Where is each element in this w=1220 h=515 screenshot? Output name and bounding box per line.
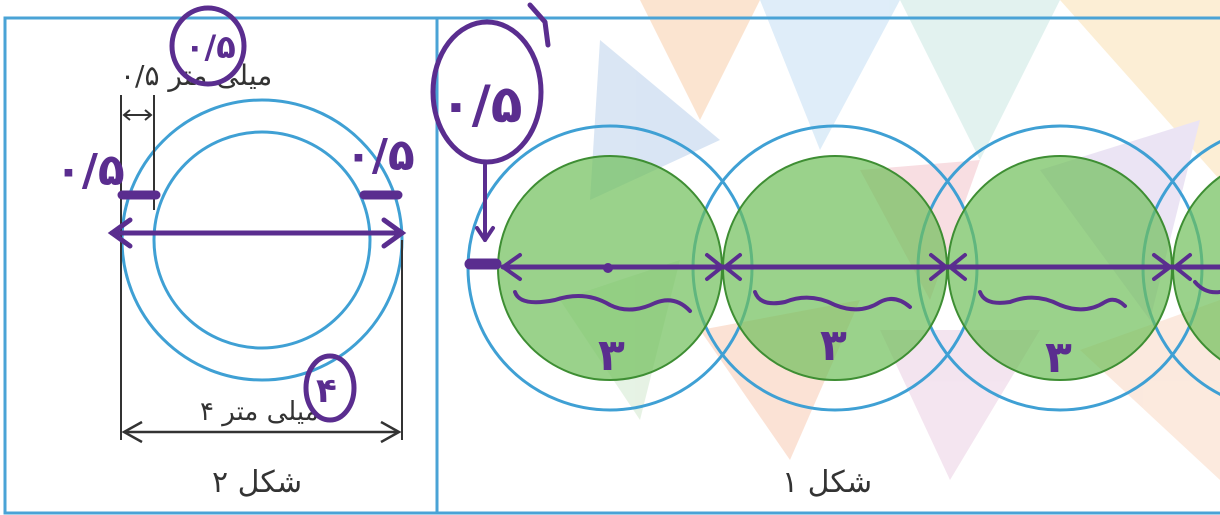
ink-top-hook <box>527 2 551 48</box>
seg4-left-head <box>1173 253 1192 281</box>
seg3-left-head <box>948 253 967 281</box>
fig2-circled-diameter-text: ۴ <box>316 371 337 411</box>
fig2-right-mark: ۰/۵ <box>345 130 415 181</box>
seg1-right-head <box>705 253 724 281</box>
figure2-frame <box>3 16 439 515</box>
figure1: شکل ۱ ۰/۵ ۳ ۳ ۳ <box>430 2 1220 500</box>
seg2-right-head <box>929 253 948 281</box>
diameter-label: ۴ میلی متر <box>200 397 319 427</box>
brace-4 <box>1193 280 1220 295</box>
brace-3 <box>978 290 1127 312</box>
pointer-arrowhead <box>475 226 495 242</box>
fig1-ink <box>430 2 1220 313</box>
fig2-circled-thickness-text: ۰/۵ <box>185 28 236 66</box>
brace-1 <box>513 290 692 313</box>
figure2: ۰/۵ میلی متر ۴ میلی متر شکل ۲ ۰/۵ ۴ ۰/۵ … <box>55 5 415 500</box>
inner-ring <box>152 130 372 350</box>
seg3-right-head <box>1152 253 1172 281</box>
segment-2-label: ۳ <box>820 320 847 371</box>
fig2-left-mark: ۰/۵ <box>55 145 125 196</box>
segment-1-label: ۳ <box>598 330 625 381</box>
thickness-arrowhead-left <box>122 109 131 121</box>
thickness-arrowhead-right <box>144 109 153 121</box>
seg1-left-head <box>501 253 522 281</box>
figure1-caption: شکل ۱ <box>782 465 872 500</box>
circle-mark-thickness <box>169 5 247 87</box>
diameter-arrowhead-right <box>380 420 402 444</box>
center-dot-1 <box>603 263 613 273</box>
fig2-ink <box>107 5 407 423</box>
fig1-circled-half-text: ۰/۵ <box>440 75 522 135</box>
circle-mark-diameter <box>303 353 357 423</box>
diameter-arrowhead-left <box>121 420 143 444</box>
circle-mark-half <box>430 19 544 165</box>
figure2-caption: شکل ۲ <box>212 465 302 500</box>
ink-arrowhead-right <box>381 217 407 249</box>
thickness-label: ۰/۵ میلی متر <box>120 59 272 92</box>
ink-arrowhead-left <box>107 217 133 249</box>
brace-2 <box>753 290 912 312</box>
seg2-left-head <box>723 253 742 281</box>
segment-3-label: ۳ <box>1045 332 1072 383</box>
